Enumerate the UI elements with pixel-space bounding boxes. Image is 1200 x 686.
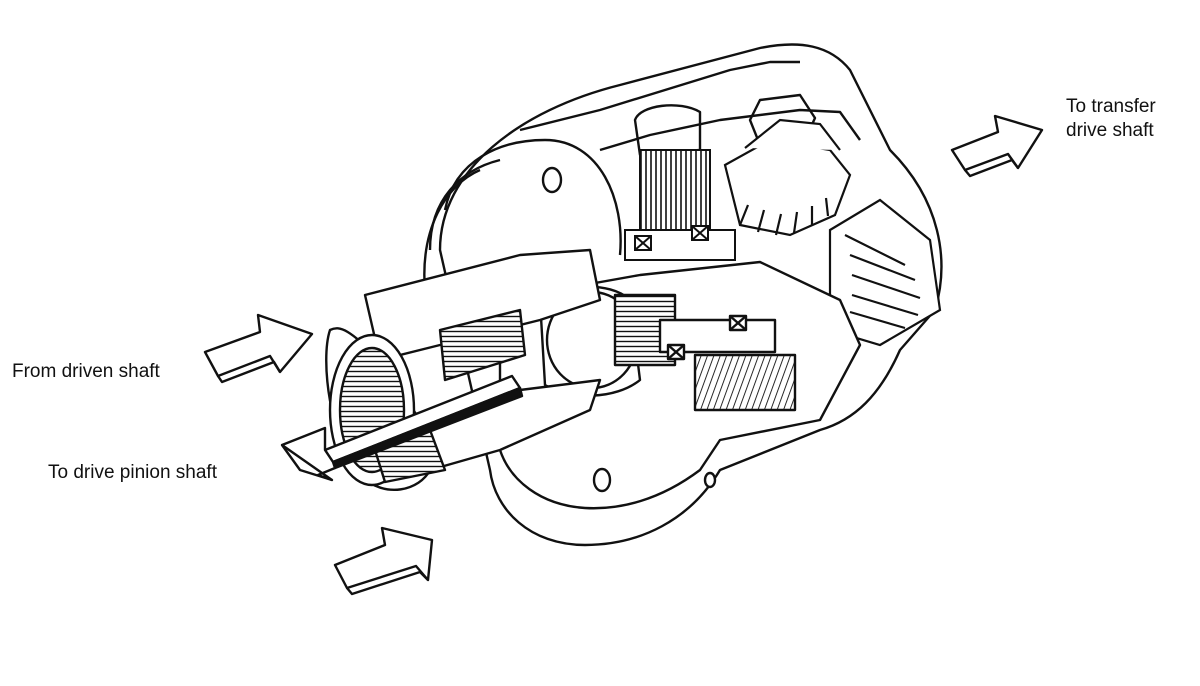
arrow-from-driven-shaft: [203, 313, 314, 384]
label-to-drive-pinion-shaft: To drive pinion shaft: [48, 461, 217, 485]
arrow-lower-input: [333, 526, 434, 596]
label-to-transfer-line2: drive shaft: [1066, 120, 1154, 141]
drive-pinion-output-shaft: [280, 374, 524, 482]
bevel-gear: [723, 118, 942, 347]
arrow-to-transfer-drive-shaft: [950, 114, 1044, 178]
label-to-drive-pinion-shaft-text: To drive pinion shaft: [48, 462, 217, 483]
front-housing-section: [498, 260, 862, 510]
label-from-driven-shaft: From driven shaft: [12, 360, 160, 384]
label-to-transfer-drive-shaft: To transfer drive shaft: [1066, 95, 1156, 143]
label-to-transfer-line1: To transfer: [1066, 96, 1156, 117]
upper-clutch-pack: [624, 149, 736, 261]
label-from-driven-shaft-text: From driven shaft: [12, 361, 160, 382]
